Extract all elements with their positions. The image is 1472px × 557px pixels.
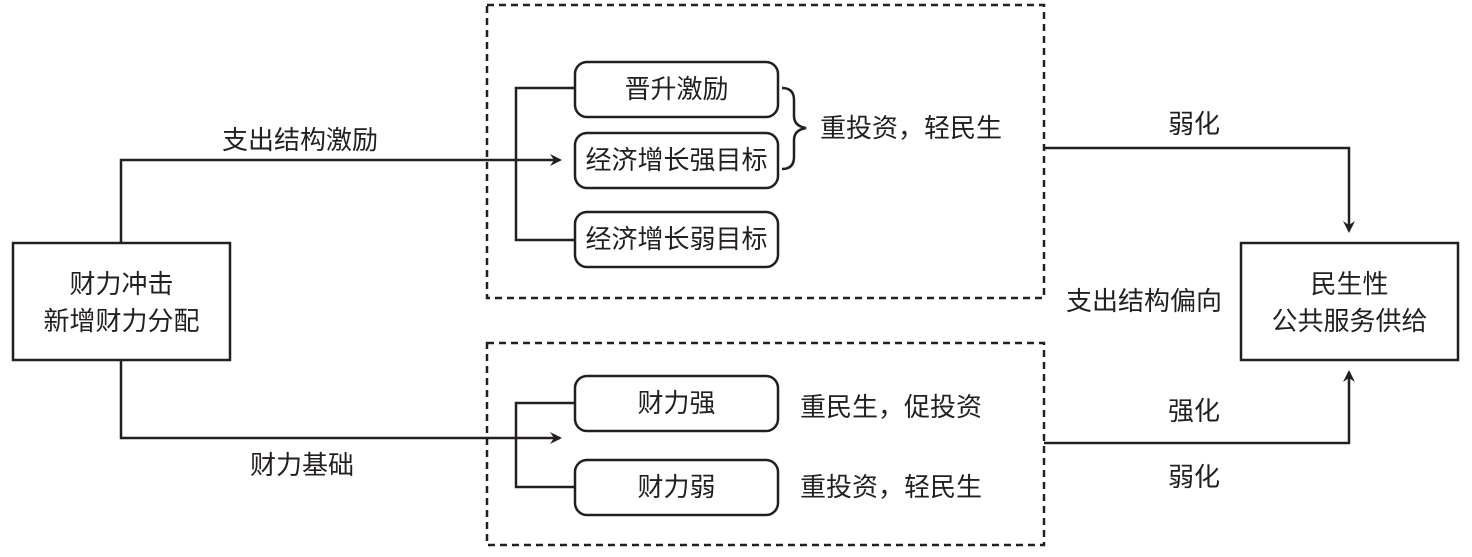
lower-path-arrow xyxy=(119,360,562,444)
lower-path-label: 财力基础 xyxy=(250,451,354,481)
lower-effect-strong-label: 强化 xyxy=(1168,397,1220,427)
middle-label: 支出结构偏向 xyxy=(1066,287,1222,317)
lower-group-frame xyxy=(485,341,1046,547)
upper-effect-arrow xyxy=(1044,146,1355,233)
upper-item-promotion: 晋升激励 xyxy=(573,60,780,119)
upper-item-weak-growth: 经济增长弱目标 xyxy=(573,210,780,269)
target-box: 民生性 公共服务供给 xyxy=(1239,241,1460,362)
target-box-line2: 公共服务供给 xyxy=(1271,307,1427,337)
upper-item-weak-growth-label: 经济增长弱目标 xyxy=(585,225,767,255)
lower-left-bracket xyxy=(514,401,575,489)
target-box-line1: 民生性 xyxy=(1310,270,1388,300)
source-box-line1: 财力冲击 xyxy=(69,270,173,300)
upper-item-strong-growth-label: 经济增长强目标 xyxy=(585,146,767,176)
source-box: 财力冲击 新增财力分配 xyxy=(11,241,232,362)
lower-item-weak-effect: 重投资，轻民生 xyxy=(800,473,982,503)
lower-item-strong-finance-label: 财力强 xyxy=(637,389,715,419)
lower-item-strong-finance: 财力强 xyxy=(573,374,780,433)
upper-curly-brace xyxy=(781,86,807,171)
upper-item-strong-growth: 经济增长强目标 xyxy=(573,131,780,190)
lower-item-weak-finance-label: 财力弱 xyxy=(637,473,715,503)
upper-brace-label: 重投资，轻民生 xyxy=(820,114,1002,144)
lower-item-weak-finance: 财力弱 xyxy=(573,458,780,517)
upper-item-promotion-label: 晋升激励 xyxy=(624,75,728,105)
lower-effect-arrow xyxy=(1044,370,1355,445)
upper-effect-label: 弱化 xyxy=(1168,110,1220,140)
lower-effect-weak-label: 弱化 xyxy=(1168,463,1220,493)
upper-path-label: 支出结构激励 xyxy=(222,126,378,156)
upper-left-bracket xyxy=(514,86,575,242)
upper-path-arrow xyxy=(119,154,562,243)
upper-group-frame xyxy=(485,3,1046,300)
lower-item-strong-effect: 重民生，促投资 xyxy=(800,393,982,423)
source-box-line2: 新增财力分配 xyxy=(43,307,199,337)
